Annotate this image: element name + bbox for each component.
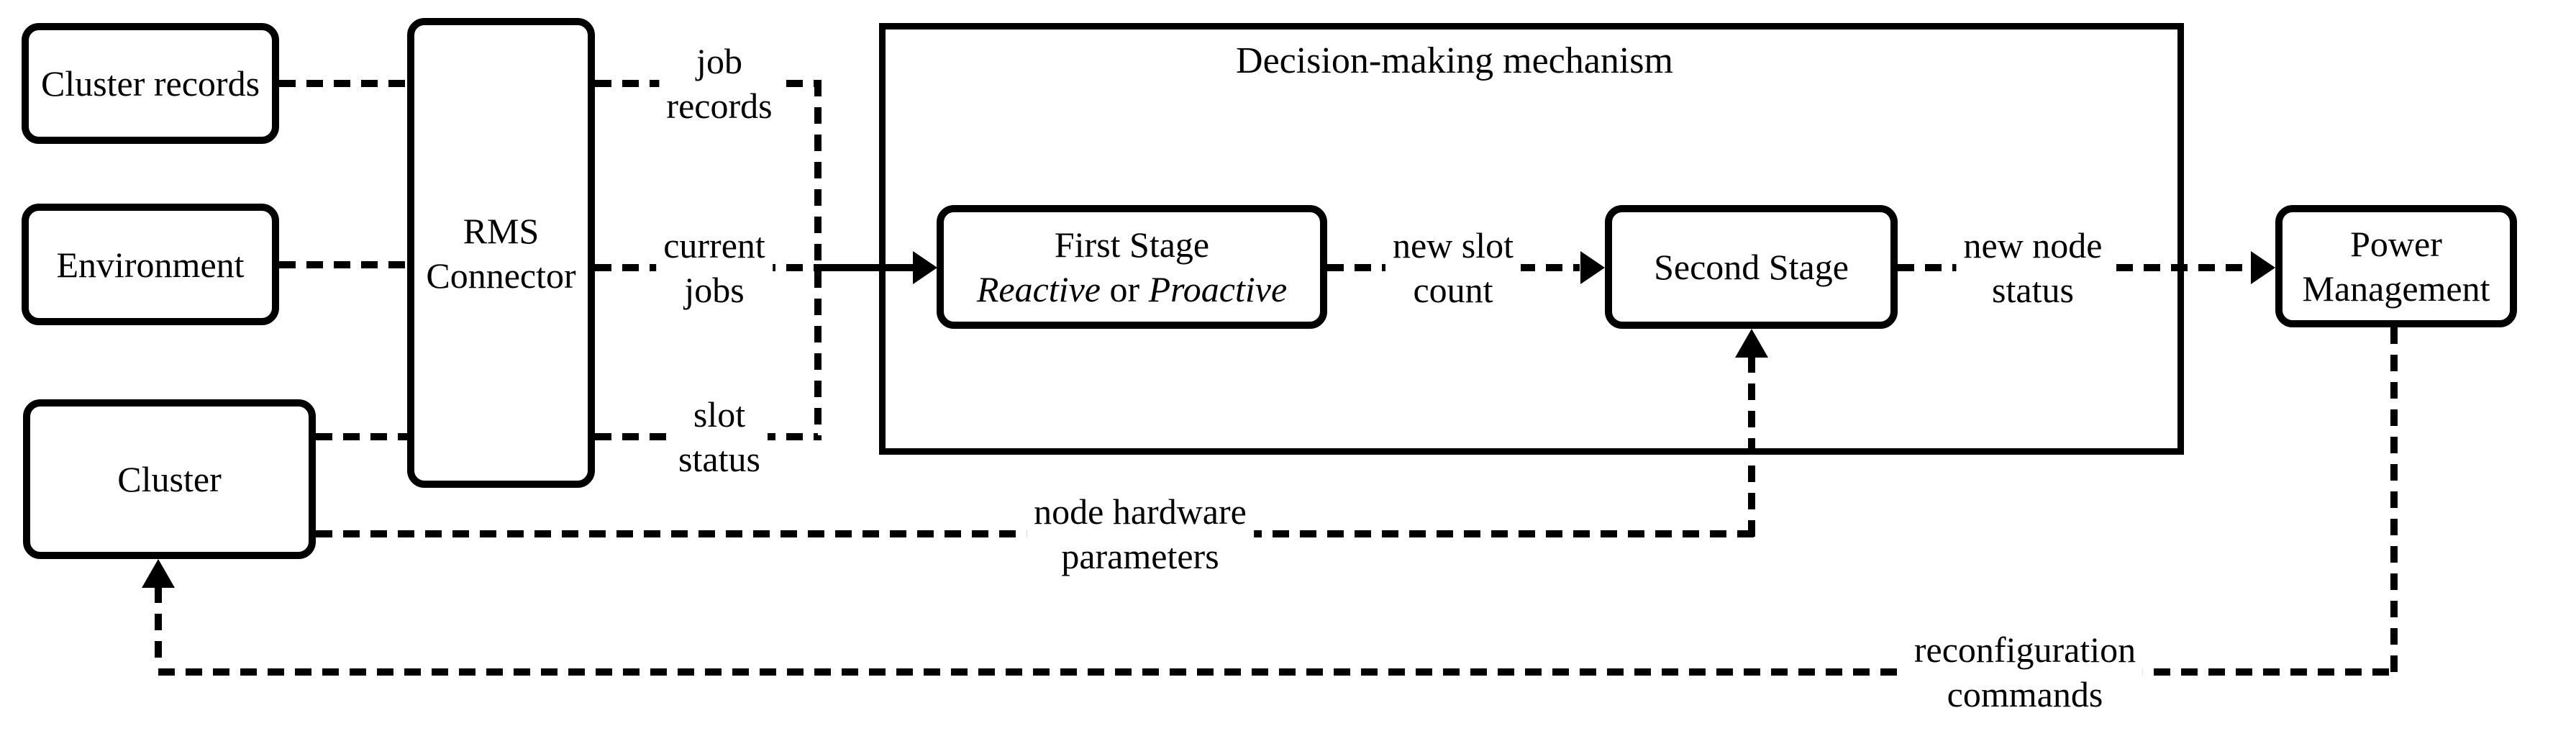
edge-label-node-hardware-parameters: node hardware parameters	[1027, 489, 1254, 578]
edge-cluster-records-to-rms	[279, 80, 407, 87]
edge-reconfiguration-horizontal	[158, 668, 2394, 676]
edge-label-slot-status-line1: slot	[693, 394, 746, 435]
node-rms-connector-label-line2: Connector	[426, 255, 576, 296]
first-stage-or-label: or	[1100, 269, 1149, 309]
edge-label-new-slot-count-line1: new slot	[1392, 225, 1514, 265]
node-power-management-label-line2: Management	[2302, 268, 2490, 309]
edge-label-new-node-status: new node status	[1956, 223, 2110, 312]
first-stage-reactive-label: Reactive	[976, 269, 1101, 309]
node-cluster-records: Cluster records	[22, 23, 279, 144]
node-power-management: Power Management	[2275, 205, 2517, 327]
node-second-stage-label: Second Stage	[1654, 247, 1849, 287]
edge-power-management-down	[2390, 327, 2398, 676]
edge-into-first-stage	[818, 264, 914, 271]
edge-environment-to-rms	[279, 261, 407, 268]
edge-label-new-slot-count: new slot count	[1385, 223, 1521, 312]
edge-label-node-hardware-parameters-line1: node hardware	[1034, 491, 1247, 532]
edge-cluster-to-rms	[316, 433, 407, 440]
edge-label-new-node-status-line2: status	[1992, 270, 2074, 310]
edge-label-slot-status: slot status	[671, 392, 768, 481]
edge-label-current-jobs-line1: current	[663, 225, 765, 265]
node-cluster-label: Cluster	[117, 459, 222, 499]
edge-label-job-records-line1: job	[696, 41, 742, 81]
edge-label-node-hardware-parameters-line2: parameters	[1061, 536, 1219, 576]
node-first-stage-subtitle: Reactive or Proactive	[977, 267, 1287, 312]
edge-label-slot-status-line2: status	[678, 439, 760, 479]
edge-label-reconfiguration-commands: reconfiguration commands	[1906, 627, 2144, 717]
node-power-management-label-line1: Power	[2350, 224, 2442, 264]
node-cluster-records-label: Cluster records	[40, 63, 260, 104]
node-rms-connector: RMS Connector	[407, 18, 595, 488]
node-rms-connector-label-line1: RMS	[463, 210, 540, 251]
edge-label-reconfiguration-commands-line1: reconfiguration	[1913, 630, 2136, 670]
edge-label-current-jobs-line2: jobs	[684, 270, 745, 310]
edge-label-job-records: job records	[659, 39, 780, 128]
node-first-stage-title: First Stage	[1054, 224, 1210, 265]
arrowhead-cluster-bottom	[142, 559, 175, 588]
decision-mechanism-title: Decision-making mechanism	[1236, 40, 1673, 81]
first-stage-proactive-label: Proactive	[1148, 269, 1288, 309]
edge-label-new-slot-count-line2: count	[1413, 270, 1493, 310]
node-cluster: Cluster	[23, 399, 316, 559]
node-environment-label: Environment	[56, 244, 245, 285]
node-second-stage: Second Stage	[1605, 205, 1898, 329]
arrowhead-second-stage-left	[1580, 251, 1605, 284]
node-first-stage: First Stage Reactive or Proactive	[937, 205, 1327, 329]
edge-label-current-jobs: current jobs	[656, 223, 773, 312]
node-environment: Environment	[22, 204, 279, 325]
edge-label-job-records-line2: records	[666, 86, 773, 126]
edge-reconfiguration-up-to-cluster	[155, 586, 162, 668]
edge-node-hardware-vertical	[1748, 356, 1755, 537]
arrowhead-second-stage-bottom	[1735, 329, 1768, 358]
arrowhead-power-management	[2251, 251, 2275, 284]
edge-label-new-node-status-line1: new node	[1963, 225, 2103, 265]
edge-label-reconfiguration-commands-line2: commands	[1947, 674, 2103, 714]
edge-collector-vertical	[814, 80, 822, 440]
arrowhead-first-stage	[913, 251, 937, 284]
